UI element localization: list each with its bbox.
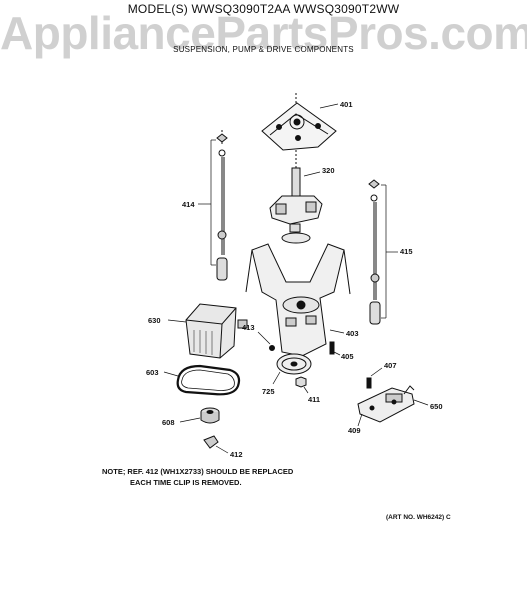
watermark: AppliancePartsPros.com (0, 7, 527, 59)
part-405-screw (329, 341, 341, 356)
note-line-1: NOTE; REF. 412 (WH1X2733) SHOULD BE REPL… (102, 467, 294, 476)
callout-403: 403 (346, 329, 359, 338)
part-650-motor-switch (357, 385, 429, 427)
part-725-drive-pulley (272, 353, 312, 385)
section-title: SUSPENSION, PUMP & DRIVE COMPONENTS (173, 45, 354, 54)
part-401-suspension-dome (261, 92, 339, 151)
part-407-screw (366, 367, 383, 389)
callout-650: 650 (430, 402, 443, 411)
callout-409: 409 (348, 426, 361, 435)
part-403-mounting-plate (245, 243, 351, 357)
callout-407: 407 (384, 361, 397, 370)
part-414-suspension-rod-left (198, 130, 228, 281)
callout-401: 401 (340, 100, 353, 109)
callout-405: 405 (341, 352, 354, 361)
callout-630: 630 (148, 316, 161, 325)
callout-725: 725 (262, 387, 275, 396)
part-411-nut (295, 376, 309, 394)
callout-603: 603 (146, 368, 159, 377)
callout-411: 411 (308, 395, 321, 404)
part-320-transmission (269, 150, 323, 244)
part-630-pump (167, 303, 248, 359)
part-603-drive-belt (163, 364, 241, 396)
note-line-2: EACH TIME CLIP IS REMOVED. (130, 478, 242, 487)
callout-320: 320 (322, 166, 335, 175)
part-415-suspension-rod-right (368, 179, 398, 325)
callout-412: 412 (230, 450, 243, 459)
callout-413: 413 (242, 323, 255, 332)
model-title: MODEL(S) WWSQ3090T2AA WWSQ3090T2WW (127, 2, 400, 16)
art-number: (ART NO. WH6242) C (386, 514, 451, 521)
callout-608: 608 (162, 418, 175, 427)
replacement-note: NOTE; REF. 412 (WH1X2733) SHOULD BE REPL… (102, 466, 293, 488)
part-608-motor-pulley (179, 407, 220, 424)
part-412-clip (203, 435, 229, 454)
callout-415: 415 (400, 247, 413, 256)
callout-414: 414 (182, 200, 195, 209)
part-413-clip (257, 331, 275, 351)
